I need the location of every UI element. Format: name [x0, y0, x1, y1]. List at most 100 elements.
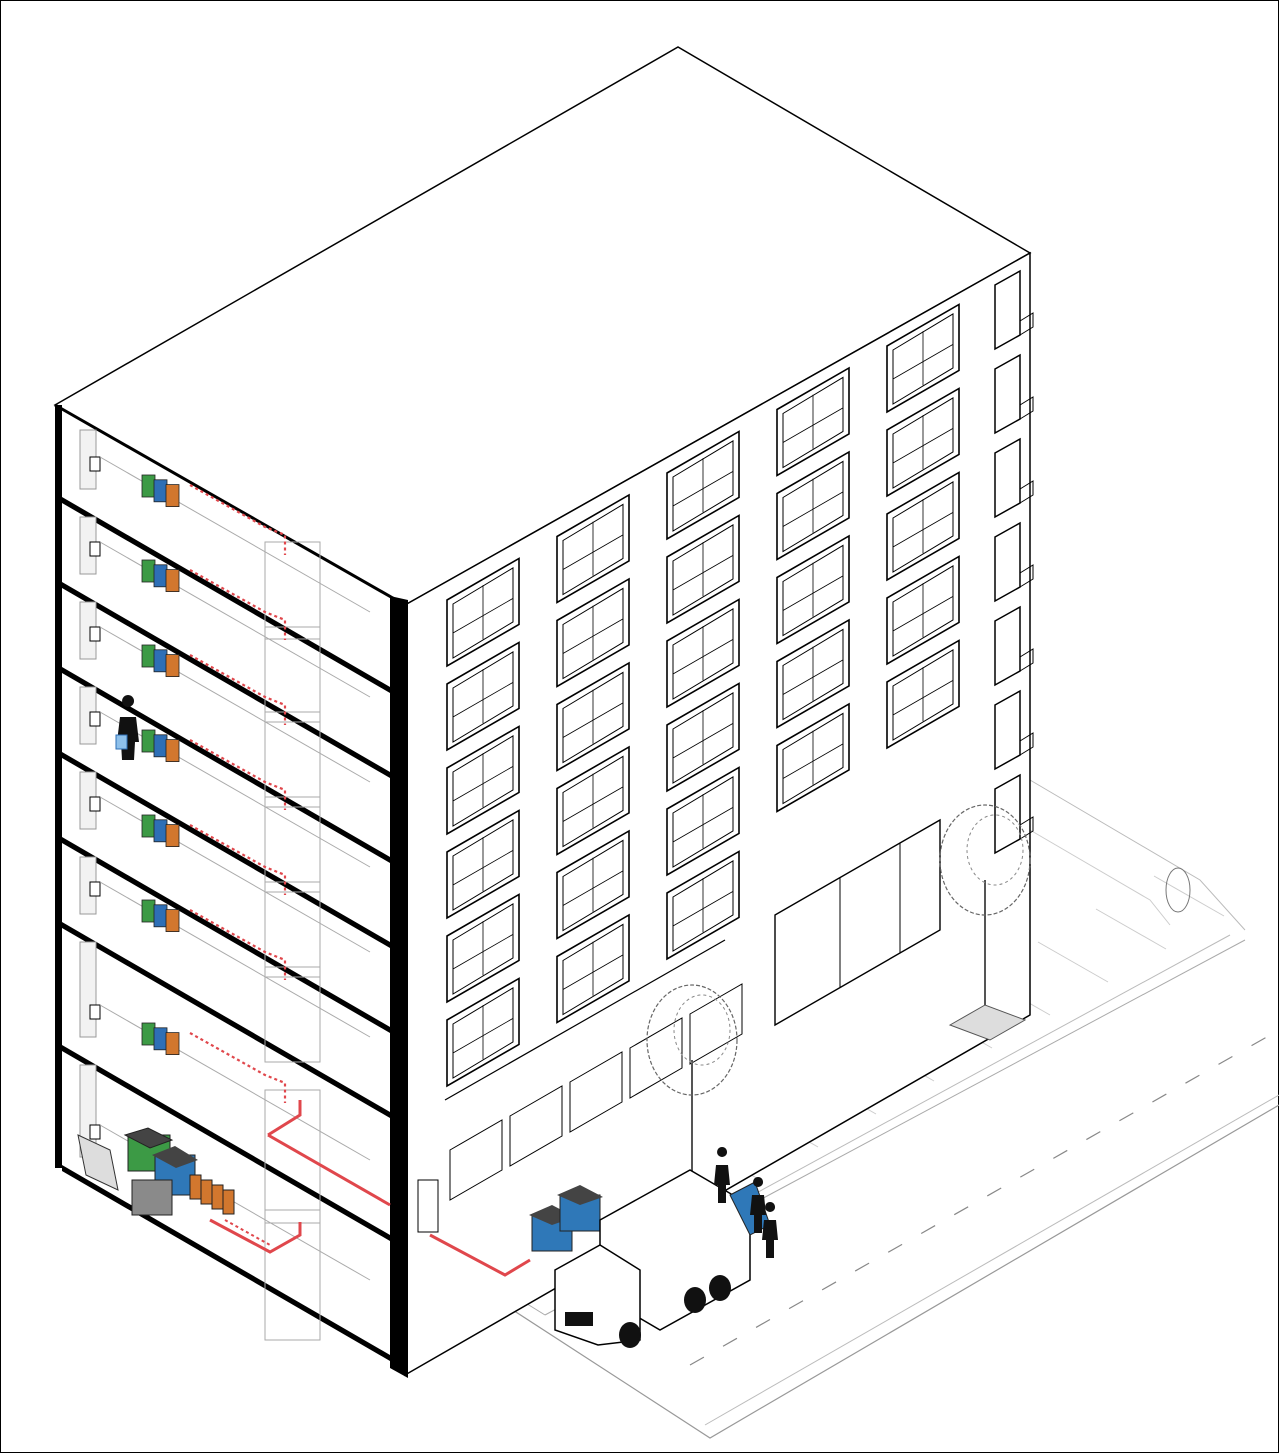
floor: [79, 771, 371, 978]
storefront-window: [449, 1119, 503, 1201]
bin: [165, 824, 180, 847]
sidewalk-corner: [1029, 829, 1171, 926]
window: [446, 641, 520, 752]
window: [886, 303, 960, 414]
floor: [79, 516, 371, 723]
window: [446, 893, 520, 1004]
storefront-window: [569, 1051, 623, 1133]
window: [556, 661, 630, 772]
route-to-truck: [429, 1233, 531, 1277]
window-glass: [452, 903, 514, 995]
floor-slab: [62, 667, 390, 863]
bin: [165, 569, 180, 592]
sidewalk-joint: [1037, 941, 1109, 983]
window: [776, 534, 850, 645]
window: [446, 809, 520, 920]
dumpster-lid: [557, 1185, 603, 1205]
ground-floor-waste-room: [77, 1127, 235, 1216]
person-icon: [750, 1177, 766, 1233]
window-glass: [452, 987, 514, 1079]
window-glass: [892, 313, 954, 405]
recycling-bins-icon: [141, 899, 180, 932]
tree-canopy: [966, 814, 1024, 886]
balcony-slab: [1019, 564, 1034, 588]
window: [446, 557, 520, 668]
chute-door: [89, 1124, 101, 1140]
storefront: [774, 818, 941, 1027]
balcony-window: [994, 521, 1021, 603]
floor-slab: [62, 922, 390, 1118]
bin: [141, 474, 156, 498]
balcony-slab: [1019, 648, 1034, 672]
building-section-cutaway: [54, 403, 531, 1378]
window-glass: [672, 776, 734, 868]
window-glass: [452, 735, 514, 827]
elevator-icon: [264, 1209, 321, 1341]
storefront-top: [444, 939, 726, 1101]
truck-grille: [565, 1312, 593, 1326]
elevator-icon: [264, 796, 321, 893]
balcony-window: [994, 353, 1021, 435]
window-glass: [672, 692, 734, 784]
tree-icon: [646, 984, 738, 1180]
bin: [153, 819, 168, 843]
route-dotted: [189, 1032, 287, 1103]
floor: [79, 686, 371, 893]
route-dotted: [189, 654, 287, 725]
balcony-window: [994, 689, 1021, 771]
recycling-bins-icon: [141, 729, 180, 762]
balcony-window: [994, 605, 1021, 687]
elevator-icon: [264, 626, 321, 723]
window: [556, 577, 630, 688]
balcony-slab: [1019, 816, 1034, 840]
road-edge: [704, 1094, 1279, 1426]
floor-slab: [62, 1045, 390, 1241]
bin: [165, 909, 180, 932]
window-glass: [892, 565, 954, 657]
garbage-truck-icon: [554, 1169, 771, 1348]
window: [556, 829, 630, 940]
window: [446, 725, 520, 836]
route-line: [267, 1133, 391, 1207]
window-glass: [562, 923, 624, 1016]
route-dotted: [189, 824, 287, 895]
bin: [141, 814, 156, 838]
chute-door: [89, 881, 101, 897]
bin: [141, 1022, 156, 1046]
floor: [79, 941, 371, 1224]
window-glass: [452, 651, 514, 743]
section-top: [54, 403, 406, 607]
storefront-window: [689, 983, 743, 1065]
trash-bag: [115, 734, 128, 750]
bin: [200, 1179, 213, 1205]
window: [556, 913, 630, 1024]
balcony-window: [994, 773, 1021, 855]
window: [446, 977, 520, 1088]
floor-slab: [62, 752, 390, 948]
window-glass: [892, 649, 954, 741]
sidewalk-joint: [1153, 875, 1225, 917]
bin: [153, 564, 168, 588]
storefront-window: [509, 1085, 563, 1167]
bin: [153, 479, 168, 503]
section-edge: [55, 405, 62, 1168]
bin: [141, 899, 156, 923]
dumpster-lid: [152, 1146, 198, 1168]
route-dotted: [224, 1219, 271, 1246]
route-arrow: [267, 1100, 302, 1137]
floor-slab: [62, 837, 390, 1033]
balcony-window: [994, 269, 1021, 351]
window: [776, 618, 850, 729]
window: [666, 598, 740, 709]
window: [886, 555, 960, 666]
floor-slab: [62, 497, 390, 693]
bin: [141, 559, 156, 583]
window-glass: [782, 376, 844, 469]
window-glass: [672, 440, 734, 532]
recycling-bins-icon: [141, 814, 180, 847]
route-dotted: [189, 484, 287, 555]
window: [776, 450, 850, 561]
window-glass: [562, 503, 624, 596]
street-elements: [529, 804, 1191, 1348]
window: [776, 366, 850, 477]
